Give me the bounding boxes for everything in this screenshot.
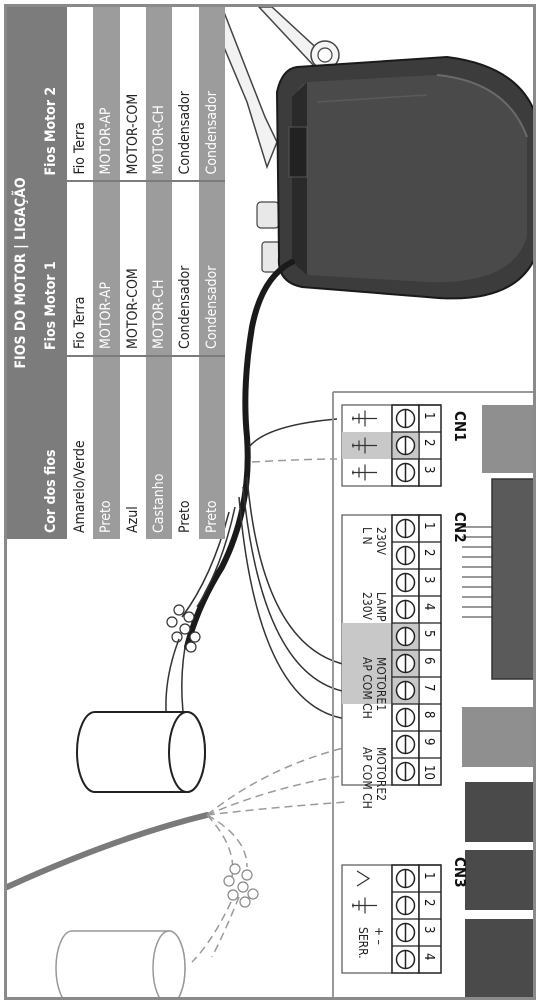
cn3-terminal-block: 1 2 3 4: [341, 864, 442, 974]
ground-symbol-icon: [352, 437, 377, 454]
pin-number: 3: [421, 466, 436, 473]
ground-symbol-icon: [352, 410, 377, 427]
control-board: [332, 391, 533, 997]
terminal-screw: [392, 891, 441, 916]
terminal-screw: [392, 676, 441, 701]
label-serr-sign: + –: [372, 927, 386, 945]
capacitor-2: [55, 930, 186, 997]
terminal-screw: [392, 945, 441, 970]
cn2-terminal-block: 1 2 3 4 5 6 7 8 9 10: [341, 514, 442, 786]
motor-body: [275, 55, 533, 300]
terminal-screw: [392, 541, 441, 566]
pin-number: 4: [421, 953, 436, 960]
label-lamp: LAMP: [374, 592, 388, 622]
capacitor-1: [76, 711, 206, 793]
terminal-screw: [392, 649, 441, 674]
terminal-labels: 230V L N LAMP 230V MOTORE1 AP COM CH MOT…: [356, 527, 388, 959]
terminal-screw: [392, 514, 441, 539]
label-230v: 230V: [374, 527, 388, 556]
motor1-wires: [181, 418, 348, 720]
terminal-screw: [392, 703, 441, 728]
pin-number: 4: [421, 603, 436, 610]
ground-symbol-icon: [352, 464, 377, 481]
pin-number: 8: [421, 711, 436, 718]
motor2-wires: [191, 458, 348, 963]
wire-connector-2: [223, 863, 259, 908]
terminal-screw: [392, 622, 441, 647]
cn1-name: CN1: [451, 411, 469, 442]
voltage-symbol-icon: [356, 870, 371, 887]
pin-number: 10: [421, 765, 436, 780]
pin-number: 2: [421, 439, 436, 446]
pin-number: 7: [421, 684, 436, 691]
label-ln: L N: [360, 527, 374, 545]
terminal-screw: [392, 458, 441, 483]
label-motore1: MOTORE1: [374, 657, 388, 711]
terminal-screw: [392, 757, 441, 782]
wire-connector-1: [166, 604, 201, 653]
label-serr: SERR.: [356, 927, 370, 959]
pin-number: 3: [421, 926, 436, 933]
terminal-screw: [392, 431, 441, 456]
terminal-screw: [392, 730, 441, 755]
cn1-terminal-block: 1 2 3: [341, 404, 442, 487]
label-motore2-pins: AP COM CH: [360, 747, 374, 809]
wiring-diagram: 1 2 3 1 2 3 4 5 6 7 8 9 10 1 2 3 4 CN1 CN2 CN3 230V L N …: [7, 7, 533, 997]
ground-symbol-icon: [352, 897, 377, 914]
motor1-cable: [184, 259, 295, 650]
pin-number: 1: [421, 522, 436, 529]
terminal-screw: [392, 864, 441, 889]
pin-number: 3: [421, 576, 436, 583]
label-lamp-v: 230V: [360, 592, 374, 621]
label-motore2: MOTORE2: [374, 747, 388, 801]
pin-number: 2: [421, 899, 436, 906]
diagram-frame: 1 2 3 1 2 3 4 5 6 7 8 9 10 1 2 3 4 CN1 CN2 CN3 230V L N …: [4, 4, 536, 1000]
label-motore1-pins: AP COM CH: [360, 657, 374, 719]
terminal-screw: [392, 404, 441, 429]
connector-labels: CN1 CN2 CN3: [451, 411, 469, 888]
pin-number: 6: [421, 657, 436, 664]
pin-number: 9: [421, 738, 436, 745]
pin-number: 1: [421, 412, 436, 419]
cn3-name: CN3: [451, 857, 469, 888]
motor2-cable: [7, 812, 210, 890]
pin-number: 2: [421, 549, 436, 556]
terminal-screw: [392, 568, 441, 593]
pin-number: 1: [421, 872, 436, 879]
terminal-screw: [392, 595, 441, 620]
terminal-screw: [392, 918, 441, 943]
cn2-name: CN2: [451, 512, 469, 543]
pin-number: 5: [421, 630, 436, 637]
terminal-blocks: 1 2 3 1 2 3 4 5 6 7 8 9 10 1 2 3 4: [341, 404, 442, 974]
